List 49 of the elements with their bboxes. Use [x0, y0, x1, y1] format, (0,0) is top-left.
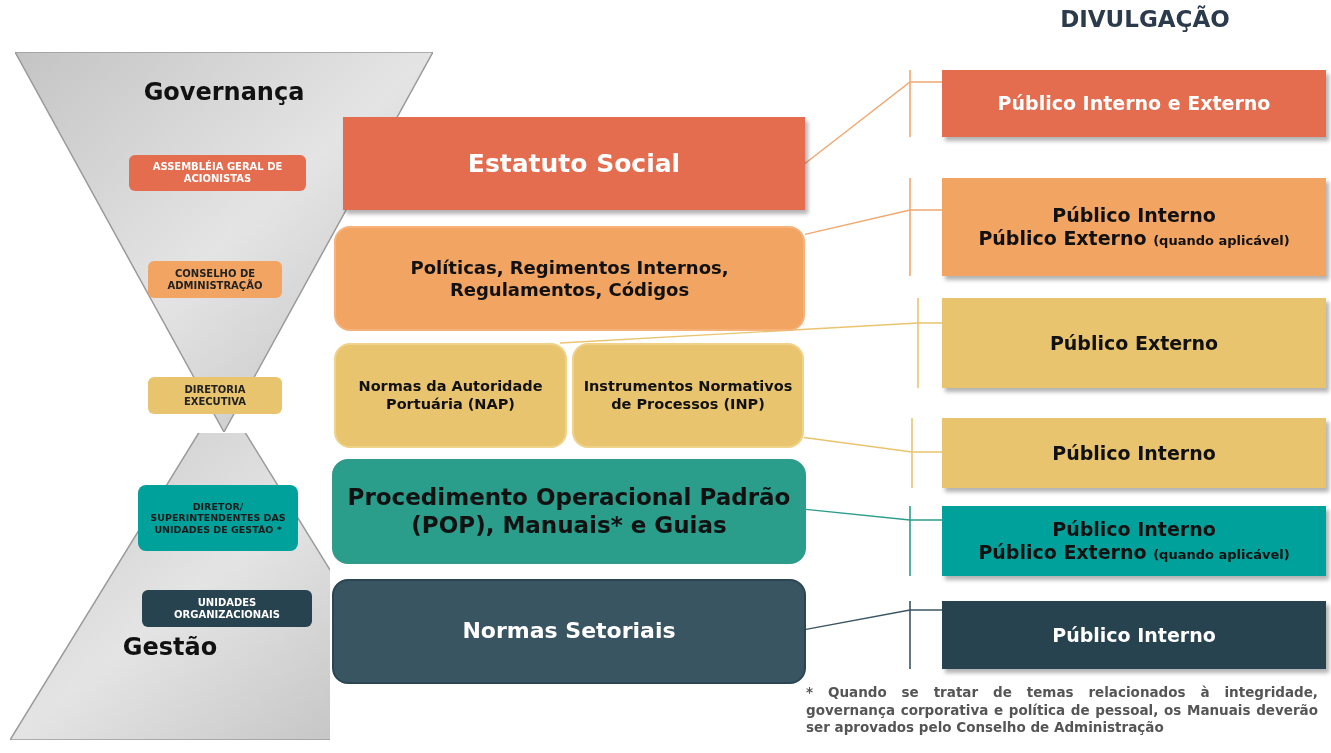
- box-label: Público Interno: [1052, 441, 1216, 465]
- role-box: [142, 590, 312, 627]
- audience-box: [942, 70, 1326, 137]
- role-box: [148, 377, 282, 414]
- box-label: Estatuto Social: [467, 148, 681, 179]
- box-label: DIRETOR/ SUPERINTENDENTES DAS UNIDADES DE GESTÃO *: [149, 500, 287, 536]
- document-box: [334, 226, 805, 331]
- footnote: * Quando se tratar de temas relacionados à integridade, governança corporativa e política de pessoal, os Manuais deverão ser aprovados pelo Conselho de Administração: [806, 684, 1318, 737]
- box-label: DIRETORIA EXECUTIVA: [182, 383, 248, 408]
- box-note: (quando aplicável): [1153, 233, 1290, 248]
- connector-line: [804, 209, 943, 236]
- column-heading: DIVULGAÇÃO: [1059, 6, 1231, 32]
- document-box: [332, 579, 806, 684]
- box-label: UNIDADES ORGANIZACIONAIS: [173, 596, 281, 621]
- connector-line: [805, 609, 943, 631]
- box-label: CONSELHO DE ADMINISTRAÇÃO: [166, 267, 264, 292]
- audience-box: [942, 298, 1326, 388]
- box-label: Público Externo: [1049, 331, 1219, 355]
- box-label: Instrumentos Normativos de Processos (INP): [582, 378, 794, 413]
- connector-line: [803, 436, 943, 453]
- connector-line: [804, 81, 943, 165]
- role-box: [148, 261, 282, 298]
- box-label: Políticas, Regimentos Internos, Regulamentos, Códigos: [409, 256, 730, 301]
- audience-box: [942, 506, 1326, 576]
- box-label: Normas Setoriais: [462, 618, 676, 645]
- section-heading: Governança: [142, 78, 306, 106]
- box-note: (quando aplicável): [1153, 547, 1290, 562]
- connector-line: [559, 322, 943, 344]
- document-box: [572, 343, 804, 448]
- box-label: Normas da Autoridade Portuária (NAP): [357, 378, 544, 413]
- box-label: Público Externo: [978, 541, 1148, 563]
- box-label: Público Interno: [1052, 623, 1216, 647]
- role-box: [138, 485, 298, 551]
- document-box: [343, 117, 805, 210]
- connector-line: [805, 508, 943, 521]
- section-heading: Gestão: [121, 633, 219, 661]
- role-box: [129, 155, 306, 191]
- box-label: Público Interno: [1052, 204, 1216, 227]
- box-label: Público Interno: [1052, 518, 1216, 541]
- audience-box: [942, 178, 1326, 276]
- box-label: ASSEMBLÉIA GERAL DE ACIONISTAS: [151, 161, 284, 185]
- box-label: Procedimento Operacional Padrão (POP), Manuais* e Guias: [346, 483, 792, 540]
- audience-box: [942, 601, 1326, 669]
- audience-box: [942, 418, 1326, 488]
- funnel-triangle: [10, 433, 330, 740]
- document-box: [332, 459, 806, 564]
- box-label: Público Externo: [978, 227, 1148, 249]
- document-box: [334, 343, 567, 448]
- box-label: Público Interno e Externo: [997, 92, 1271, 115]
